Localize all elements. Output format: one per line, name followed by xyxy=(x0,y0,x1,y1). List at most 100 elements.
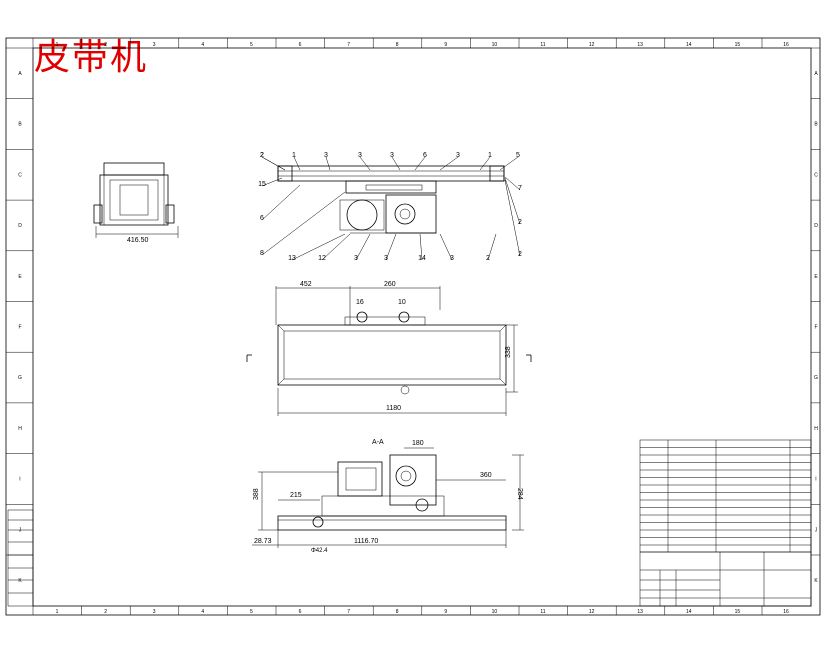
frame-row-label: E xyxy=(18,274,22,280)
part-balloon: 2 xyxy=(518,251,522,258)
frame-row-label: D xyxy=(18,223,22,229)
frame-col-label: 7 xyxy=(347,609,350,615)
plan-label-16: 16 xyxy=(356,299,364,306)
frame-col-label: 16 xyxy=(783,42,789,48)
frame-col-label: 9 xyxy=(444,42,447,48)
frame-row-label: B xyxy=(18,122,22,128)
frame-col-label: 8 xyxy=(396,609,399,615)
frame-col-label: 8 xyxy=(396,42,399,48)
frame-row-label: H xyxy=(18,426,22,432)
side-view: 416.50 xyxy=(93,162,179,244)
frame-col-label: 12 xyxy=(589,42,595,48)
plan-view: 452 260 16 10 1180 338 xyxy=(246,281,532,416)
frame-col-label: 3 xyxy=(153,42,156,48)
section-dim-284: 284 xyxy=(516,488,523,500)
plan-label-10: 10 xyxy=(398,299,406,306)
section-dim-388: 388 xyxy=(253,488,260,500)
frame-col-label: 6 xyxy=(299,609,302,615)
frame-row-label: C xyxy=(18,172,22,178)
frame-row-label: G xyxy=(18,375,22,381)
frame-col-label: 15 xyxy=(735,42,741,48)
part-balloon: 2 xyxy=(260,152,264,159)
frame-row-label: K xyxy=(814,578,818,584)
frame-col-label: 2 xyxy=(104,42,107,48)
frame-col-label: 12 xyxy=(589,609,595,615)
part-balloon: 3 xyxy=(358,152,362,159)
frame-col-label: 7 xyxy=(347,42,350,48)
section-view: A-A 180 360 284 388 215 28.73 1116.70 Φ4… xyxy=(252,439,524,554)
part-balloon: 6 xyxy=(423,152,427,159)
frame-col-label: 14 xyxy=(686,42,692,48)
frame-col-label: 16 xyxy=(783,609,789,615)
parts-list-table xyxy=(639,439,812,553)
plan-dim-260: 260 xyxy=(384,281,396,288)
frame-col-label: 11 xyxy=(540,609,545,615)
frame-row-label: F xyxy=(18,325,21,331)
section-dim-ph: Φ42.4 xyxy=(311,548,328,554)
frame-col-label: 2 xyxy=(104,609,107,615)
part-balloon: 3 xyxy=(456,152,460,159)
part-balloon: 8 xyxy=(260,250,264,257)
part-balloon: 3 xyxy=(390,152,394,159)
frame-row-label: F xyxy=(814,325,817,331)
frame-row-label: I xyxy=(815,477,816,483)
part-balloon: 2 xyxy=(486,255,490,262)
plan-dim-height: 338 xyxy=(505,346,512,358)
frame-col-label: 13 xyxy=(637,609,643,615)
section-dim-2873: 28.73 xyxy=(254,538,272,545)
frame-col-label: 1 xyxy=(56,609,59,615)
part-balloon: 3 xyxy=(354,255,358,262)
part-balloon: 1 xyxy=(292,152,296,159)
top-view-leaders xyxy=(261,156,521,261)
plan-dim-length: 1180 xyxy=(386,405,401,412)
section-dim-1116: 1116.70 xyxy=(354,538,378,545)
part-balloon: 6 xyxy=(260,215,264,222)
part-balloon: 1 xyxy=(488,152,492,159)
frame-col-label: 4 xyxy=(201,609,204,615)
drawing-title: 皮带机 xyxy=(34,37,149,78)
part-balloon: 13 xyxy=(288,255,296,262)
frame-row-label: A xyxy=(814,71,818,77)
title-block xyxy=(639,551,812,607)
section-label: A-A xyxy=(372,439,384,446)
frame-col-label: 13 xyxy=(637,42,643,48)
section-dim-180: 180 xyxy=(412,440,424,447)
part-balloon: 12 xyxy=(318,255,326,262)
side-width-dim: 416.50 xyxy=(127,237,149,244)
frame-col-label: 11 xyxy=(540,42,545,48)
part-balloon: 14 xyxy=(418,255,426,262)
top-elevation-view xyxy=(277,165,505,234)
frame-col-label: 1 xyxy=(56,42,59,48)
section-dim-360: 360 xyxy=(480,472,492,479)
frame-col-label: 15 xyxy=(735,609,741,615)
frame-col-label: 10 xyxy=(492,42,498,48)
part-balloon: 3 xyxy=(324,152,328,159)
frame-row-label: I xyxy=(19,477,20,483)
frame-col-label: 9 xyxy=(444,609,447,615)
frame-col-label: 14 xyxy=(686,609,692,615)
frame-col-label: 5 xyxy=(250,609,253,615)
part-balloon: 3 xyxy=(450,255,454,262)
frame-row-label: H xyxy=(814,426,818,432)
frame-col-label: 6 xyxy=(299,42,302,48)
frame-row-label: G xyxy=(814,375,818,381)
outer-frame xyxy=(5,37,821,616)
revision-strip xyxy=(7,509,34,607)
section-dim-215: 215 xyxy=(290,492,302,499)
part-balloon: 15 xyxy=(258,181,266,188)
frame-row-label: E xyxy=(814,274,818,280)
frame-row-label: J xyxy=(815,527,818,533)
part-balloon: 5 xyxy=(516,152,520,159)
frame-col-label: 4 xyxy=(201,42,204,48)
frame-row-label: J xyxy=(19,527,22,533)
frame-col-label: 3 xyxy=(153,609,156,615)
frame-row-label: K xyxy=(18,578,22,584)
plan-dim-452: 452 xyxy=(300,281,312,288)
frame-col-label: 5 xyxy=(250,42,253,48)
